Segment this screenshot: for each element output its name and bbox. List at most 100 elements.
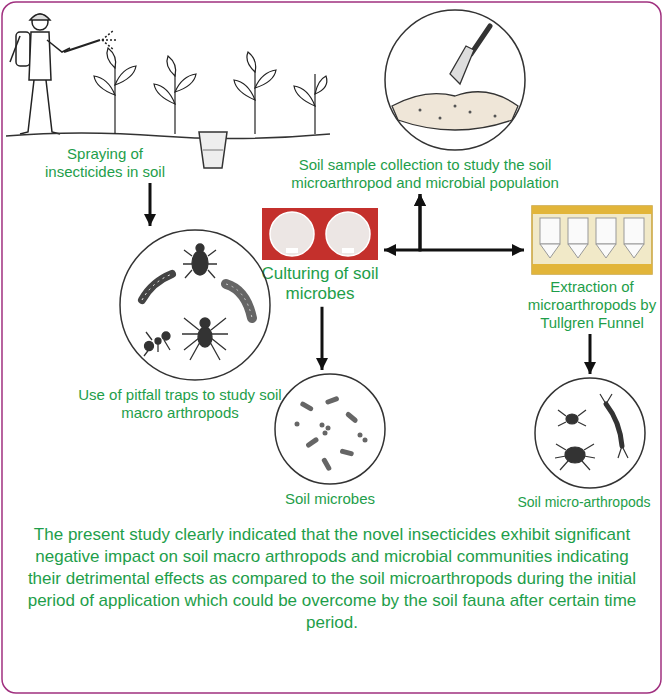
ground-line <box>6 133 330 139</box>
node-label: Culturing of soil microbes <box>258 264 382 305</box>
spray-mist <box>102 30 116 50</box>
caption: The present study clearly indicated that… <box>20 524 644 634</box>
leaf <box>167 56 176 76</box>
node-label: Soil sample collection to study the soil… <box>255 156 595 192</box>
leaf <box>154 84 175 104</box>
connector-arrow <box>149 183 152 226</box>
process-node: Culturing of soil microbes <box>258 206 382 305</box>
dish-tag <box>342 248 354 253</box>
circle-outline <box>385 10 525 150</box>
rod-bacterium <box>321 457 332 472</box>
node-label: Use of pitfall traps to study soil macro… <box>75 386 285 422</box>
leaf <box>294 86 315 106</box>
circle-outline-svg <box>383 8 527 152</box>
soil-grains <box>419 105 497 120</box>
frame-bar <box>532 264 652 274</box>
mite-body <box>565 447 585 463</box>
leaf <box>115 66 136 85</box>
rod-bacterium <box>325 396 340 405</box>
circle-node: Soil micro-arthropods <box>510 376 658 511</box>
trowel-blade <box>450 46 474 84</box>
soil-grain <box>419 109 422 112</box>
picture-space <box>526 204 658 278</box>
funnel-cylinder <box>540 218 560 244</box>
pitfall-trap <box>199 132 227 168</box>
spider-body <box>198 327 212 347</box>
funnel-cylinder <box>596 218 616 244</box>
spider-head <box>200 318 210 328</box>
connector-arrow <box>321 307 324 370</box>
circle-node: Soil sample collection to study the soil… <box>255 8 595 192</box>
circle-outline <box>120 230 270 380</box>
rod-bacterium <box>345 411 359 424</box>
rod-bacterium <box>339 448 354 456</box>
circle-outline <box>275 374 385 484</box>
petri-dish <box>270 212 314 256</box>
petri-dish <box>326 212 370 256</box>
circle-node: Use of pitfall traps to study soil macro… <box>75 228 285 422</box>
coccus <box>363 438 368 443</box>
connector-arrow <box>589 334 592 374</box>
process-node: Spraying of insecticides in soil <box>30 145 180 181</box>
beetle-head <box>196 244 204 252</box>
connector-arrow <box>384 194 420 250</box>
beetle-legs <box>183 250 217 278</box>
coccus <box>326 426 331 431</box>
coccus <box>323 431 328 436</box>
caterpillar <box>226 284 252 318</box>
leaf <box>255 70 276 88</box>
circle-outline <box>535 378 645 488</box>
spray-wand <box>64 40 100 52</box>
circle-outline-svg <box>273 372 387 486</box>
beetle-body <box>192 251 208 275</box>
springtail-appendages <box>600 394 628 458</box>
node-label: Soil microbes <box>265 490 395 508</box>
coccus <box>358 433 363 438</box>
soil-mound <box>392 92 518 130</box>
soil-grain <box>494 115 497 118</box>
spray-tank <box>16 32 30 66</box>
dish-tag <box>286 248 298 253</box>
tullgren-photo <box>532 206 652 274</box>
ant-legs <box>144 332 170 356</box>
soil-grain <box>469 111 472 114</box>
leaf <box>234 80 255 100</box>
circle-outline-svg <box>533 376 647 490</box>
node-label: Spraying of insecticides in soil <box>30 145 180 181</box>
ant-abdomen <box>145 342 154 351</box>
rod-bacterium <box>299 401 314 412</box>
funnel-units <box>540 218 644 258</box>
legs <box>20 80 60 134</box>
coccus <box>295 422 300 427</box>
mite-body <box>566 414 578 424</box>
larva <box>142 274 172 300</box>
leaf <box>175 74 196 92</box>
pump-handle <box>10 36 20 62</box>
coccus <box>320 423 325 428</box>
connector-arrow <box>420 194 524 250</box>
soil-grain <box>454 105 457 108</box>
springtail-body <box>606 404 622 446</box>
leaf <box>94 76 115 95</box>
larva-segments <box>142 274 172 300</box>
petri-photo <box>262 208 378 260</box>
macro-arthropods <box>142 244 252 360</box>
funnel-cylinder <box>568 218 588 244</box>
cap <box>30 14 50 20</box>
leaf <box>107 48 116 68</box>
spider-legs <box>182 318 228 360</box>
picture-space <box>258 206 382 264</box>
trap-liquid <box>203 150 223 151</box>
plants <box>94 48 327 134</box>
leaf <box>315 76 327 94</box>
mite-legs <box>555 444 595 470</box>
circle-outline-svg <box>118 228 272 382</box>
funnel-cylinder <box>624 218 644 244</box>
leaf <box>247 52 256 72</box>
process-node: Extraction of microarthropods by Tullgre… <box>526 204 658 332</box>
micro-arthropods <box>555 394 628 470</box>
body <box>29 32 51 80</box>
